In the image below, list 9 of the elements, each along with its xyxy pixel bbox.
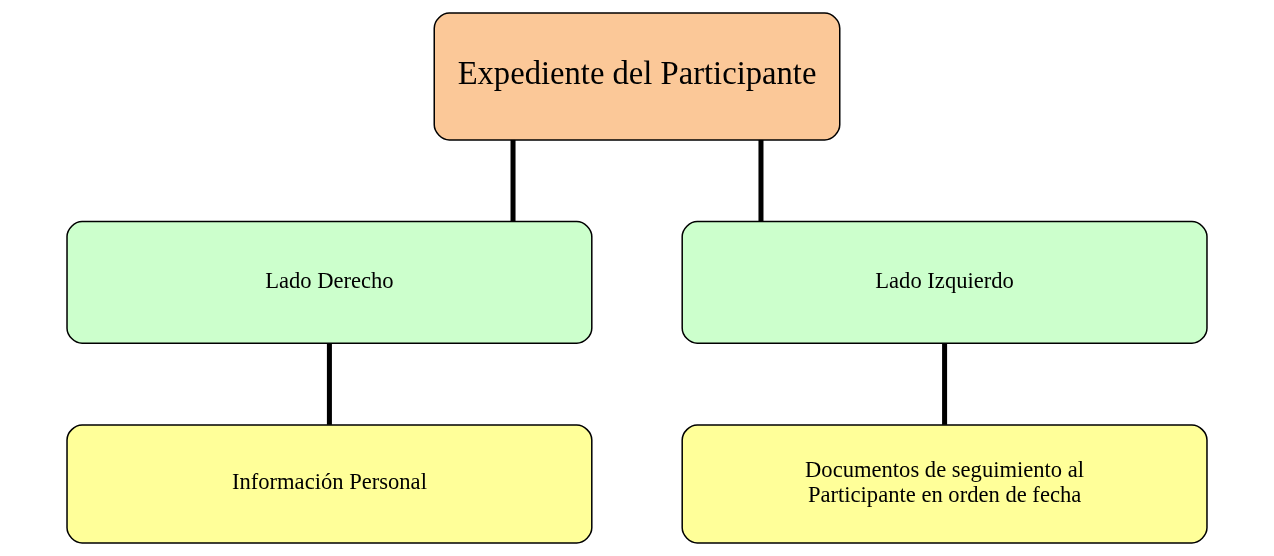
connector [758, 139, 764, 222]
connector [510, 139, 516, 222]
node-box: Lado Izquierdo [681, 220, 1208, 345]
node-box: Expediente del Participante [433, 12, 841, 141]
node-box: Lado Derecho [66, 220, 593, 345]
node-box: Documentos de seguimiento al Participante en orden de fecha [681, 424, 1208, 544]
connector [942, 343, 948, 425]
node-box: Información Personal [66, 424, 593, 544]
connector [326, 343, 332, 425]
